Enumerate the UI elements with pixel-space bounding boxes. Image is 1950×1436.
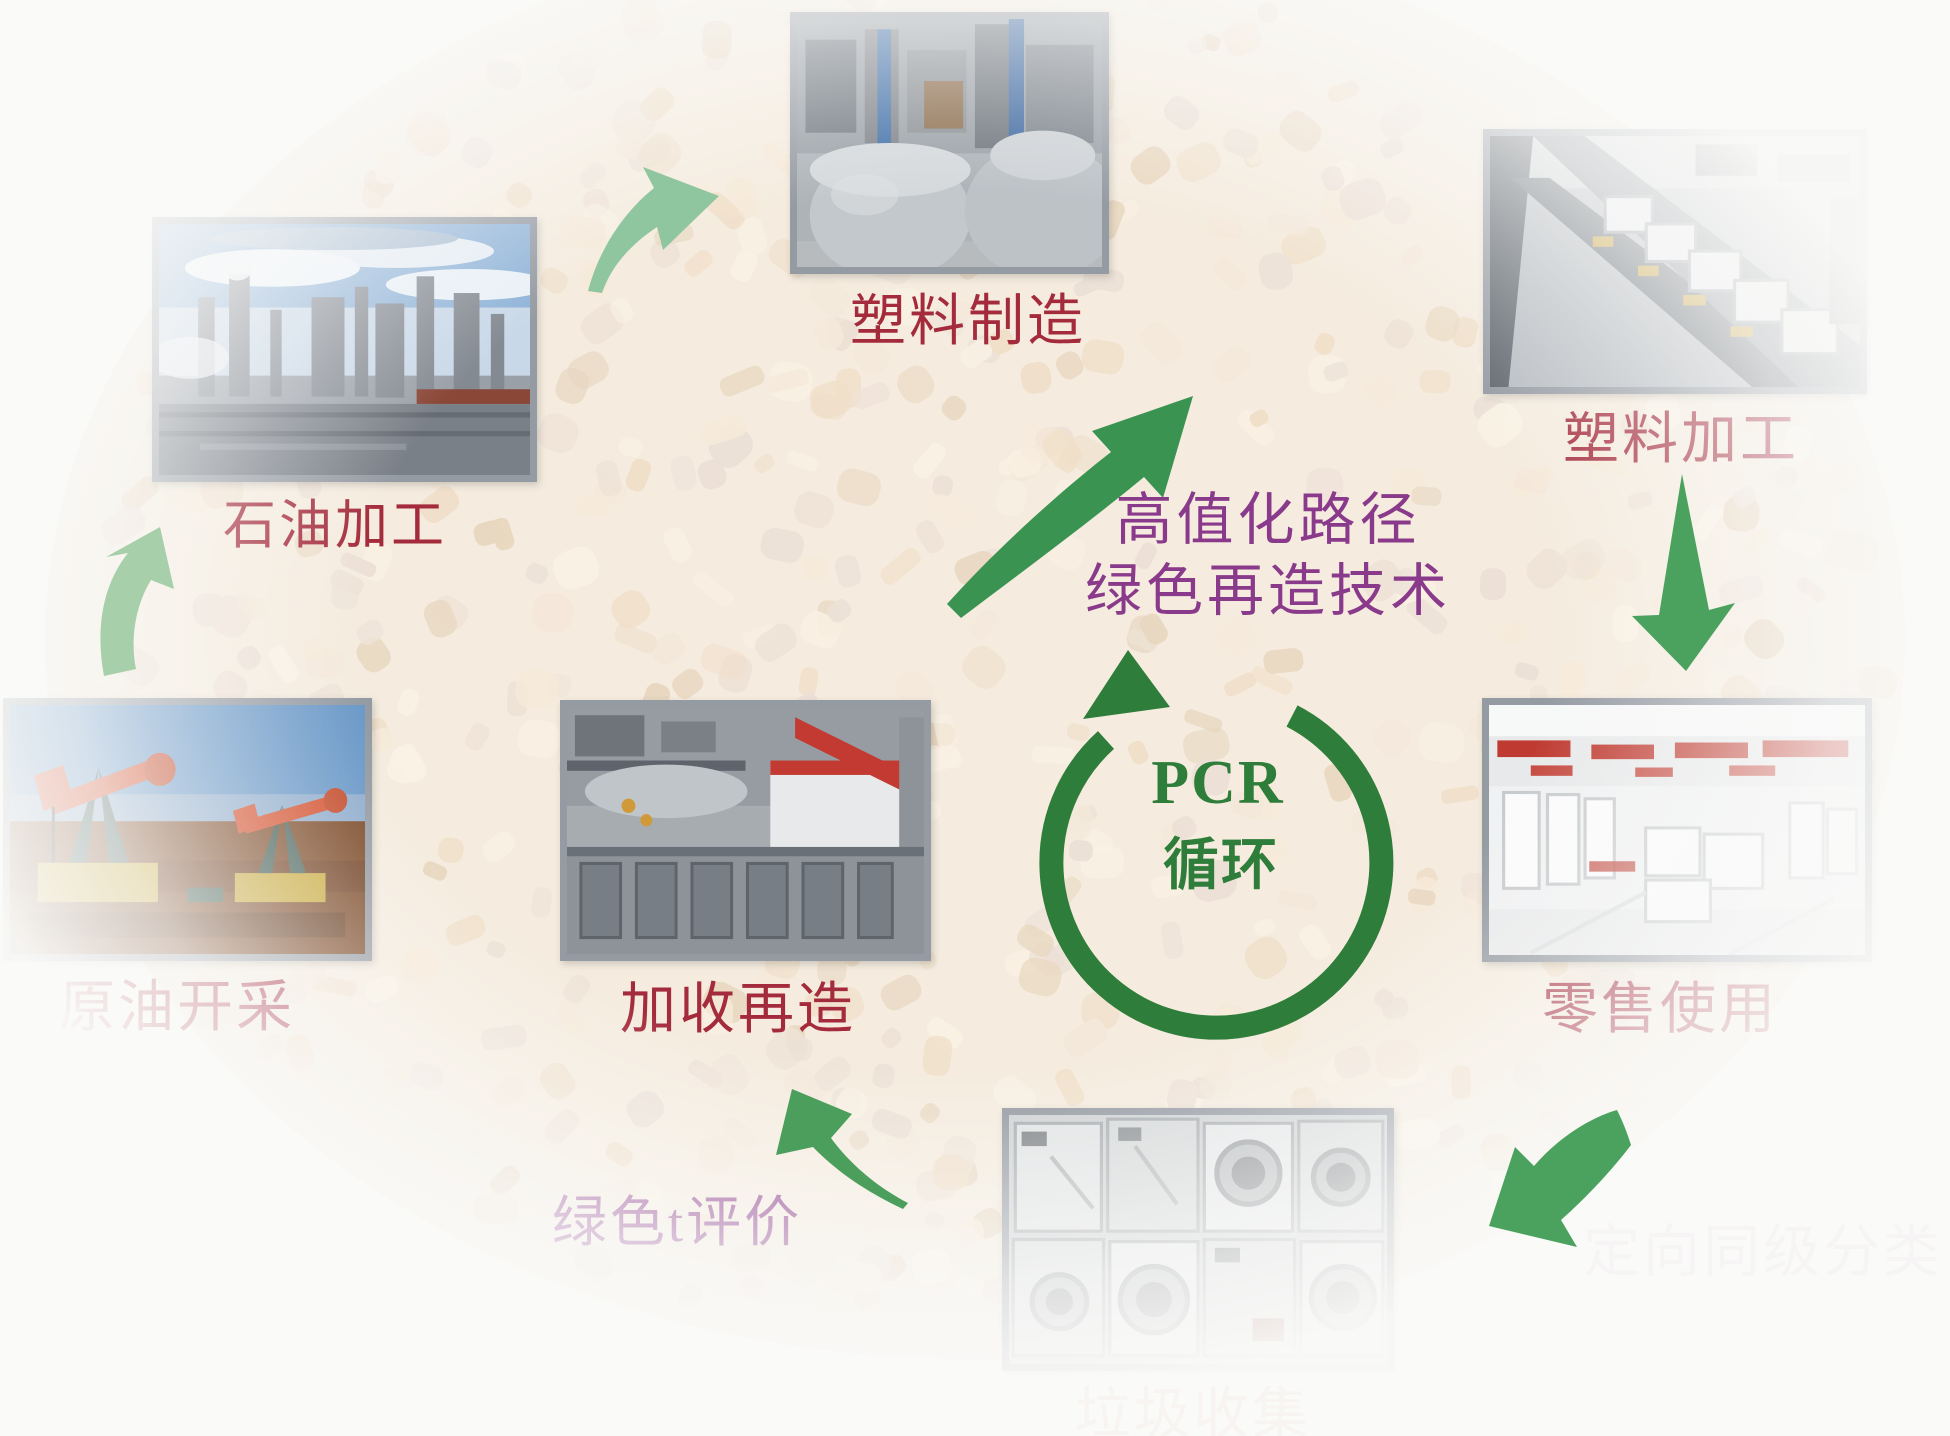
arrow-crude-to-refining bbox=[100, 527, 174, 676]
pcr-cycle-ring bbox=[1039, 705, 1394, 1040]
arrow-processing-to-retail bbox=[1632, 474, 1735, 671]
arrow-collection-to-recycle bbox=[776, 1089, 908, 1209]
arrow-retail-to-collection bbox=[1489, 1110, 1631, 1247]
arrow-recycle-to-highvalue bbox=[947, 396, 1193, 618]
pcr-cycle-ring-arrowhead bbox=[1083, 650, 1170, 719]
arrow-refining-to-manufacturing bbox=[588, 167, 719, 293]
